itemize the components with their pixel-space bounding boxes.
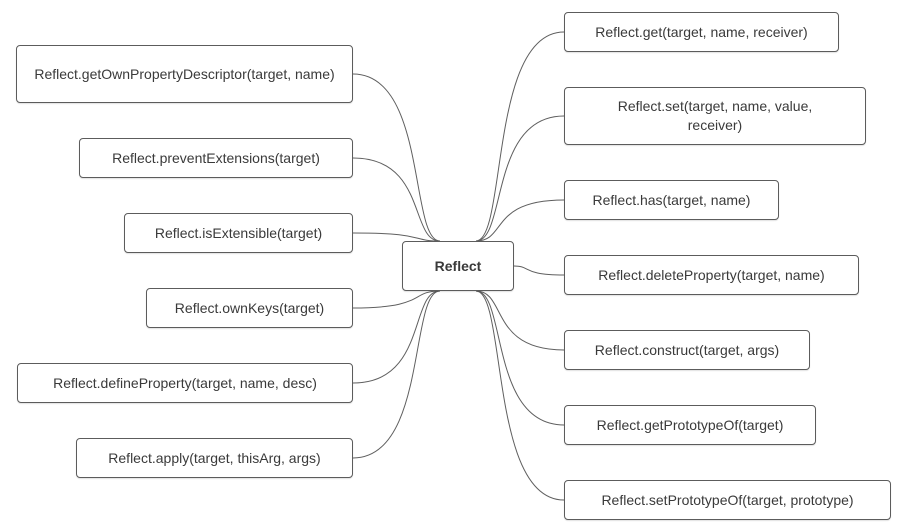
connector-is-extensible bbox=[352, 232, 441, 242]
node-reflect: Reflect bbox=[402, 241, 514, 291]
connector-set-prototype-of bbox=[475, 290, 565, 501]
connector-get bbox=[475, 31, 565, 242]
node-prevent-extensions: Reflect.preventExtensions(target) bbox=[79, 138, 353, 178]
node-delete-property: Reflect.deleteProperty(target, name) bbox=[564, 255, 859, 295]
connector-apply bbox=[352, 290, 441, 459]
connector-prevent-extensions bbox=[352, 157, 441, 242]
node-apply: Reflect.apply(target, thisArg, args) bbox=[76, 438, 353, 478]
node-own-keys: Reflect.ownKeys(target) bbox=[146, 288, 353, 328]
connector-delete-property bbox=[513, 265, 565, 276]
node-get-own-property-descriptor: Reflect.getOwnPropertyDescriptor(target,… bbox=[16, 45, 353, 103]
connector-construct bbox=[475, 290, 565, 351]
node-set-prototype-of: Reflect.setPrototypeOf(target, prototype… bbox=[564, 480, 891, 520]
node-construct: Reflect.construct(target, args) bbox=[564, 330, 810, 370]
connector-own-keys bbox=[352, 290, 441, 309]
node-get: Reflect.get(target, name, receiver) bbox=[564, 12, 839, 52]
connector-get-own-property-descriptor bbox=[352, 73, 441, 242]
node-is-extensible: Reflect.isExtensible(target) bbox=[124, 213, 353, 253]
node-get-prototype-of: Reflect.getPrototypeOf(target) bbox=[564, 405, 816, 445]
node-set: Reflect.set(target, name, value, receive… bbox=[564, 87, 866, 145]
connector-has bbox=[475, 199, 565, 242]
node-has: Reflect.has(target, name) bbox=[564, 180, 779, 220]
node-define-property: Reflect.defineProperty(target, name, des… bbox=[17, 363, 353, 403]
connector-define-property bbox=[352, 290, 441, 384]
connector-get-prototype-of bbox=[475, 290, 565, 426]
connector-set bbox=[475, 115, 565, 242]
